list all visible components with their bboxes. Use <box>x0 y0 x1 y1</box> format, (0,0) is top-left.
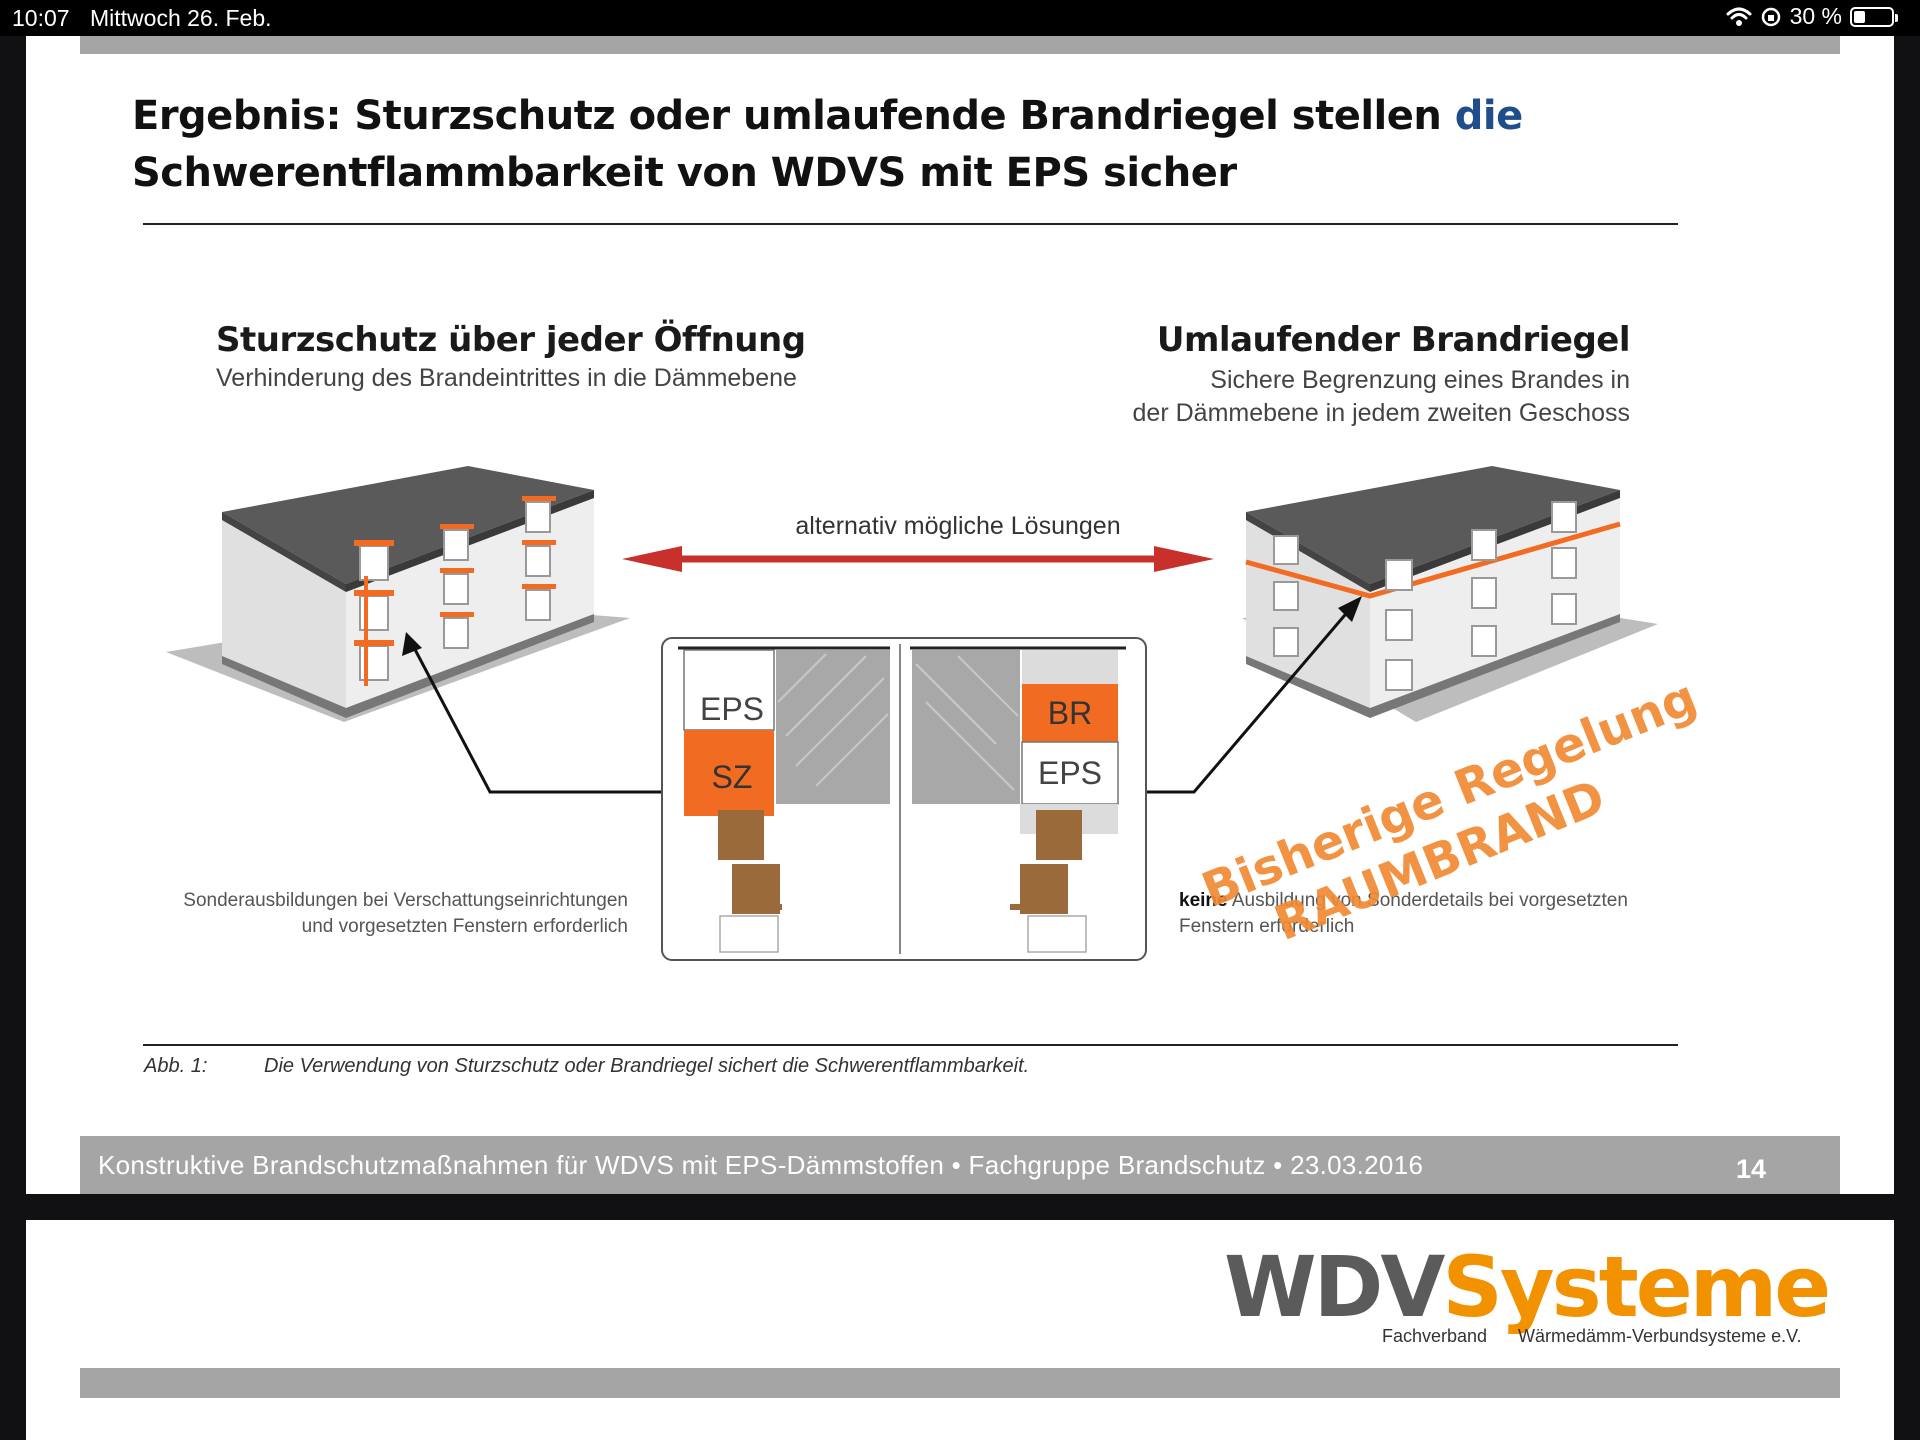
next-slide-bottom-bar <box>80 1368 1840 1398</box>
title-part1: Ergebnis: Sturzschutz oder umlaufende Br… <box>132 93 1455 139</box>
arrow-label: alternativ mögliche Lösungen <box>795 512 1121 540</box>
pointer-left <box>402 632 672 794</box>
left-note: Sonderausbildungen bei Verschattungseinr… <box>158 888 628 940</box>
slide: Ergebnis: Sturzschutz oder umlaufende Br… <box>26 36 1894 1194</box>
caption-number: Abb. 1: <box>144 1055 208 1077</box>
logo-sub2: Wärmedämm-Verbundsysteme e.V. <box>1518 1326 1802 1346</box>
right-subtitle-line2: der Dämmebene in jedem zweiten Geschoss <box>1132 399 1630 427</box>
left-heading: Sturzschutz über jeder Öffnung <box>216 320 806 360</box>
right-note-rest: Ausbildung von Sonderdetails bei vorgese… <box>1227 890 1628 911</box>
title-rule <box>143 223 1678 225</box>
slide-footer: Konstruktive Brandschutzmaßnahmen für WD… <box>80 1136 1840 1194</box>
detail-label-right-bottom: EPS <box>1038 755 1102 791</box>
caption-text: Die Verwendung von Sturzschutz oder Bran… <box>264 1055 1030 1077</box>
wdv-logo: WDVSysteme <box>1224 1242 1831 1332</box>
detail-label-left-top: EPS <box>700 691 764 727</box>
next-slide: WDVSysteme Fachverband Wärmedämm-Verbund… <box>26 1220 1894 1440</box>
logo-part1: WDV <box>1224 1238 1445 1336</box>
footer-text: Konstruktive Brandschutzmaßnahmen für WD… <box>98 1150 1424 1180</box>
logo-sub1: Fachverband <box>1382 1326 1488 1346</box>
title-part2: Schwerentflammbarkeit von WDVS mit EPS s… <box>132 150 1237 196</box>
status-time: 10:07 <box>12 5 70 31</box>
caption-rule <box>143 1044 1678 1046</box>
right-note-line2: Fenstern erforderlich <box>1179 916 1355 937</box>
status-right: 30 % <box>1726 3 1898 30</box>
right-note: keine Ausbildung von Sonderdetails bei v… <box>1179 888 1649 940</box>
right-building <box>1242 466 1658 722</box>
battery-percent: 30 % <box>1789 3 1842 29</box>
right-note-bold: keine <box>1179 890 1228 911</box>
detail-box: EPS SZ BR EPS <box>661 637 1147 961</box>
status-date: Mittwoch 26. Feb. <box>90 5 272 31</box>
detail-label-left-bottom: SZ <box>712 759 753 795</box>
logo-part2: Systeme <box>1442 1238 1831 1336</box>
slide-top-bar <box>80 36 1840 54</box>
page-number: 14 <box>1735 1154 1766 1184</box>
wifi-icon <box>1726 7 1752 26</box>
right-subtitle-line1: Sichere Begrenzung eines Brandes in <box>1210 366 1630 394</box>
status-bar: 10:07 Mittwoch 26. Feb. 30 % <box>0 0 1920 36</box>
detail-label-right-top: BR <box>1048 695 1092 731</box>
right-heading: Umlaufender Brandriegel <box>1156 320 1631 360</box>
slide-title: Ergebnis: Sturzschutz oder umlaufende Br… <box>132 88 1632 202</box>
title-highlight: die <box>1454 93 1523 139</box>
battery-level <box>1854 10 1865 23</box>
alternative-arrow <box>622 546 1214 572</box>
left-building <box>166 466 630 722</box>
right-building-windows <box>1273 501 1577 691</box>
left-note-line1: Sonderausbildungen bei Verschattungseinr… <box>183 890 628 911</box>
pointer-right <box>1128 596 1362 794</box>
orientation-lock-icon <box>1761 7 1780 26</box>
left-building-windows <box>354 496 556 686</box>
left-note-line2: und vorgesetzten Fenstern erforderlich <box>301 916 628 937</box>
diagram-illustration: EPS SZ BR EPS <box>166 466 1658 961</box>
right-subtitle: Sichere Begrenzung eines Brandes in der … <box>1133 364 1630 430</box>
battery-icon <box>1850 6 1898 27</box>
left-subtitle: Verhinderung des Brandeintrittes in die … <box>216 364 797 392</box>
